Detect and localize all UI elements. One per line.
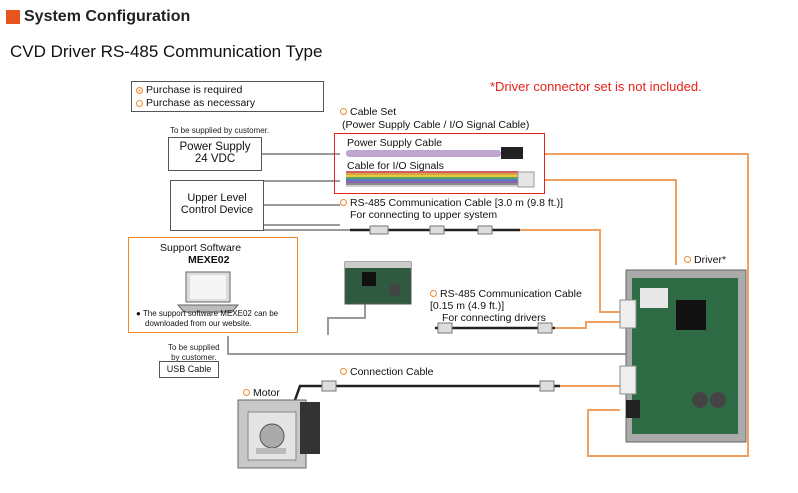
upper-level-line1: Upper Level xyxy=(187,192,247,204)
rs485-long-title: RS-485 Communication Cable [3.0 m (9.8 f… xyxy=(340,197,563,209)
mexe02-label: MEXE02 xyxy=(188,254,230,266)
support-software-label: Support Software xyxy=(160,242,242,254)
connection-cable-label: Connection Cable xyxy=(340,366,433,378)
section-title: System Configuration xyxy=(24,8,191,25)
required-marker-icon xyxy=(136,87,143,94)
power-connector xyxy=(501,147,523,159)
cable-set-subtitle: (Power Supply Cable / I/O Signal Cable) xyxy=(342,119,530,131)
section-header: System Configuration xyxy=(6,6,190,28)
supplied-by-customer-usb: To be supplied by customer. xyxy=(168,343,220,362)
io-cable-label: Cable for I/O Signals xyxy=(347,160,444,172)
legend-optional: Purchase as necessary xyxy=(146,97,256,109)
cable-set-highlight xyxy=(334,133,545,194)
upper-level-box: Upper Level Control Device xyxy=(170,180,264,231)
software-note: ● The support software MEXE02 can be dow… xyxy=(136,309,279,328)
laptop-icon xyxy=(176,271,240,313)
power-supply-box: Power Supply 24 VDC xyxy=(168,137,262,171)
rs485-short-subtitle: For connecting drivers xyxy=(442,312,546,324)
rs485-short-title: RS-485 Communication Cable xyxy=(430,288,582,300)
optional-marker-icon xyxy=(136,100,143,107)
support-software-box xyxy=(128,237,298,333)
power-supply-line2: 24 VDC xyxy=(194,153,236,165)
legend-required: Purchase is required xyxy=(146,84,243,96)
upper-level-line2: Control Device xyxy=(180,204,254,216)
page-subtitle: CVD Driver RS-485 Communication Type xyxy=(10,42,323,61)
driver-thumbnail xyxy=(344,261,412,305)
driver-label: Driver* xyxy=(684,254,726,266)
legend: Purchase is required Purchase as necessa… xyxy=(131,81,324,112)
power-supply-cable-label: Power Supply Cable xyxy=(347,137,443,149)
section-marker xyxy=(6,10,20,24)
motor-label: Motor xyxy=(243,387,280,399)
rs485-short-length: [0.15 m (4.9 ft.)] xyxy=(430,300,505,312)
driver-board xyxy=(619,269,747,443)
io-cable-ribbon xyxy=(346,171,535,188)
power-supply-cable-wire xyxy=(346,150,501,157)
supplied-by-customer-top: To be supplied by customer. xyxy=(170,126,270,135)
rs485-long-subtitle: For connecting to upper system xyxy=(350,209,498,221)
cable-set-title: Cable Set xyxy=(340,106,396,118)
usb-cable-box: USB Cable xyxy=(159,361,219,378)
motor-drawing xyxy=(237,399,320,469)
driver-connector-note: *Driver connector set is not included. xyxy=(490,79,702,94)
power-supply-line1: Power Supply xyxy=(179,141,251,153)
